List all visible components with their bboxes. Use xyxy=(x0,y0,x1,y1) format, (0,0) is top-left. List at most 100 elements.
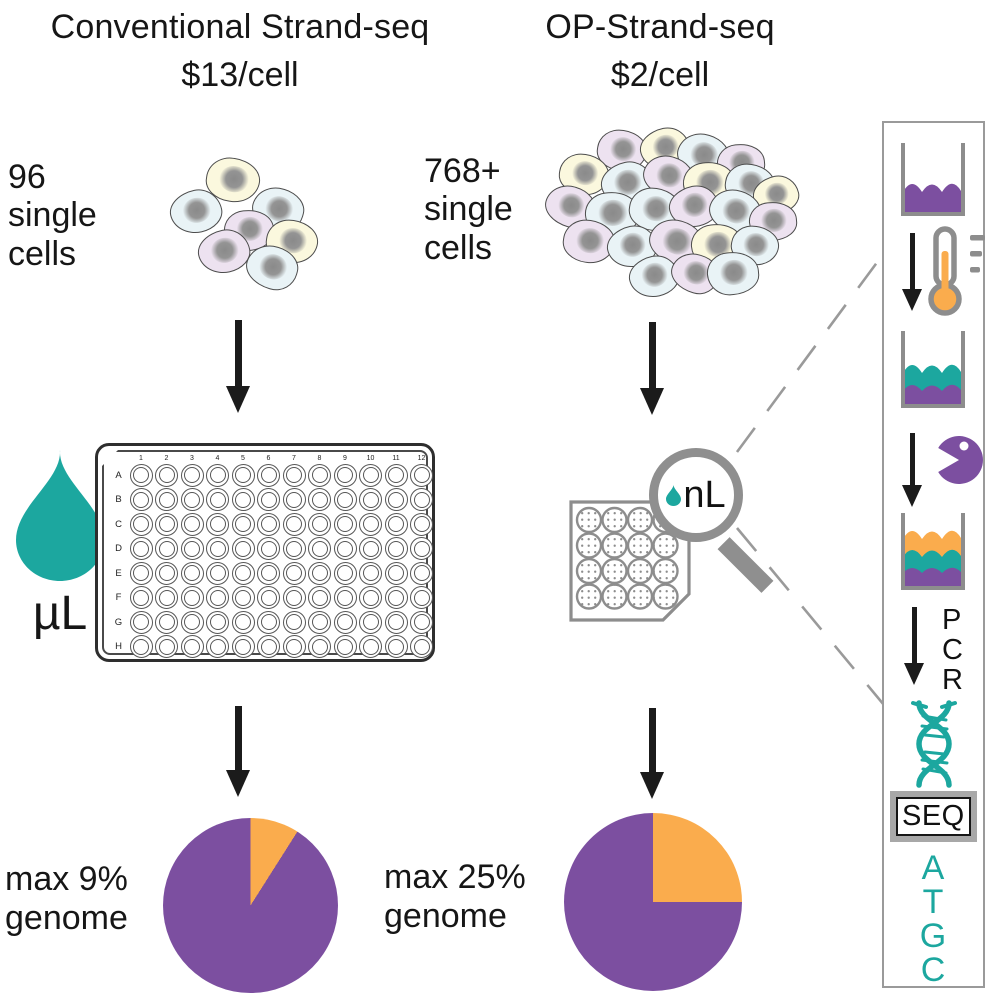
plate-well xyxy=(282,488,306,511)
chip-nanowell xyxy=(626,583,654,610)
chip-nanowell xyxy=(652,557,679,585)
chip-nanowell xyxy=(652,532,679,559)
seq-label: SEQ xyxy=(896,797,971,836)
cell-nucleus xyxy=(554,190,588,221)
plate-well xyxy=(257,586,280,609)
plate-well xyxy=(282,537,306,560)
plate-well xyxy=(308,463,331,487)
plate-col-label: 2 xyxy=(164,455,169,462)
zoom-callout-line-lower xyxy=(735,527,886,706)
down-arrow-icon xyxy=(640,708,664,799)
plate-well xyxy=(308,512,331,536)
plate-well xyxy=(206,512,229,536)
plate-well xyxy=(257,512,280,536)
conventional-cost: $13/cell xyxy=(181,56,299,94)
plate-well xyxy=(282,512,306,536)
plate-well xyxy=(410,488,433,511)
plate-row-label: D xyxy=(115,543,122,554)
plate-well xyxy=(206,610,229,634)
dna-helix-icon xyxy=(911,700,957,788)
plate-col-label: 12 xyxy=(417,455,426,462)
plate-row-label: H xyxy=(115,641,122,652)
plate-well xyxy=(180,610,204,634)
plate-well xyxy=(206,463,229,487)
chip-nanowell xyxy=(626,532,654,559)
plate-well xyxy=(155,586,178,609)
well-two-layer-icon xyxy=(901,331,965,408)
chip-nanowell xyxy=(575,532,603,559)
plate-well xyxy=(333,463,357,487)
plate-well xyxy=(206,586,229,609)
plate-well xyxy=(155,635,178,658)
chip-nanowell xyxy=(601,532,628,559)
plate-well xyxy=(155,561,178,585)
plate-well xyxy=(231,488,255,511)
plate-well xyxy=(231,586,255,609)
base-letters: A T G C xyxy=(919,849,947,989)
plate-well xyxy=(231,512,255,536)
cell-nucleus xyxy=(640,193,672,223)
plate-well xyxy=(180,586,204,609)
nanoliter-droplet-icon xyxy=(666,484,682,506)
plate-well xyxy=(257,610,280,634)
cell-nucleus xyxy=(617,230,649,260)
pcr-label: P C R xyxy=(942,604,963,696)
plate-well xyxy=(206,561,229,585)
plate-col-label: 9 xyxy=(343,455,347,462)
plate-well xyxy=(155,537,178,560)
chip-nanowell xyxy=(575,583,603,610)
plate-row-label: A xyxy=(115,469,122,481)
microliter-unit-label: µL xyxy=(32,587,88,640)
plate-row-label: C xyxy=(115,518,122,530)
chip-nanowell xyxy=(626,557,654,585)
chip-nanowell xyxy=(601,557,628,585)
plate-row-label: E xyxy=(115,567,122,579)
plate-well xyxy=(231,463,255,487)
plate-well xyxy=(155,488,178,511)
plate-well xyxy=(206,537,229,560)
plate-well xyxy=(231,635,255,658)
plate-well xyxy=(155,610,178,634)
plate-well xyxy=(155,463,178,487)
cell-nucleus xyxy=(570,159,601,188)
op-cost: $2/cell xyxy=(610,56,710,94)
down-arrow-icon xyxy=(640,322,664,415)
op-title: OP-Strand-seq xyxy=(545,8,775,46)
plate-well xyxy=(359,610,382,634)
conventional-cell-cluster xyxy=(166,148,328,308)
pie-chart-conventional xyxy=(163,818,338,993)
plate-well xyxy=(410,586,433,609)
plate-well xyxy=(333,635,357,658)
plate-col-label: 1 xyxy=(139,455,143,462)
plate-well xyxy=(410,610,433,634)
cell-nucleus xyxy=(574,225,606,255)
down-arrow-icon xyxy=(226,706,250,797)
cell-nucleus xyxy=(639,260,671,290)
plate-well xyxy=(180,561,204,585)
plate-well xyxy=(410,537,433,560)
plate-well xyxy=(308,537,331,560)
cell-nucleus xyxy=(652,160,686,191)
plate-row: F xyxy=(112,586,433,609)
chip-nanowell xyxy=(575,557,603,585)
plate-well xyxy=(384,512,408,536)
cell-nucleus xyxy=(217,163,251,194)
op-cell-count-label: 768+ single cells xyxy=(424,152,513,267)
plate-well xyxy=(384,463,408,487)
plate-well xyxy=(129,537,153,560)
plate-well xyxy=(282,586,306,609)
plate-well xyxy=(206,635,229,658)
plate-well xyxy=(384,561,408,585)
plate-row: H xyxy=(112,635,433,658)
plate-well xyxy=(282,635,306,658)
plate-well xyxy=(359,463,382,487)
chip-nanowell xyxy=(601,506,628,534)
conventional-pie-caption: max 9% genome xyxy=(5,860,128,938)
thermometer-icon xyxy=(928,226,985,316)
enzyme-pacman-icon xyxy=(938,436,983,484)
plate-well xyxy=(129,463,153,487)
plate-well xyxy=(257,635,280,658)
